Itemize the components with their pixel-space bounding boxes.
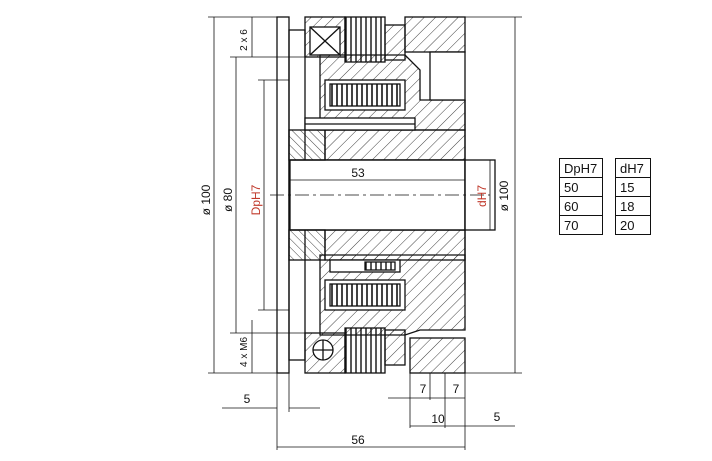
bore-diameter-label: DpH7 xyxy=(249,184,263,215)
shaft-size-value: 15 xyxy=(615,177,651,197)
shaft-size-value: 20 xyxy=(615,215,651,235)
bore-size-header: DpH7 xyxy=(559,158,603,178)
bolt-circle-label: ø 80 xyxy=(221,188,235,212)
bore-size-value: 50 xyxy=(559,177,603,197)
shaft-size-table: dH7 15 18 20 xyxy=(615,158,651,235)
bore-size-table: DpH7 50 60 70 xyxy=(559,158,603,235)
hub-length-label: 53 xyxy=(351,166,365,180)
gap-left-label: 7 xyxy=(420,382,427,396)
top-holes-label: 2 x 6 xyxy=(239,29,250,51)
shaft-size-value: 18 xyxy=(615,196,651,216)
offset-right-label: 5 xyxy=(494,410,501,424)
shaft-diameter-label: dH7 xyxy=(475,185,489,207)
flange-offset-label: 5 xyxy=(244,392,251,406)
total-length-label: 56 xyxy=(351,433,365,447)
shaft-size-header: dH7 xyxy=(615,158,651,178)
bottom-holes-label: 4 x M6 xyxy=(239,337,250,367)
bore-size-value: 60 xyxy=(559,196,603,216)
shaft-outer-label: ø 100 xyxy=(497,180,511,211)
width-10-label: 10 xyxy=(431,412,445,426)
gap-right-label: 7 xyxy=(453,382,460,396)
bore-size-value: 70 xyxy=(559,215,603,235)
outer-diameter-label: ø 100 xyxy=(199,184,213,215)
clutch-body xyxy=(276,16,496,374)
dimension-lines xyxy=(208,16,522,450)
